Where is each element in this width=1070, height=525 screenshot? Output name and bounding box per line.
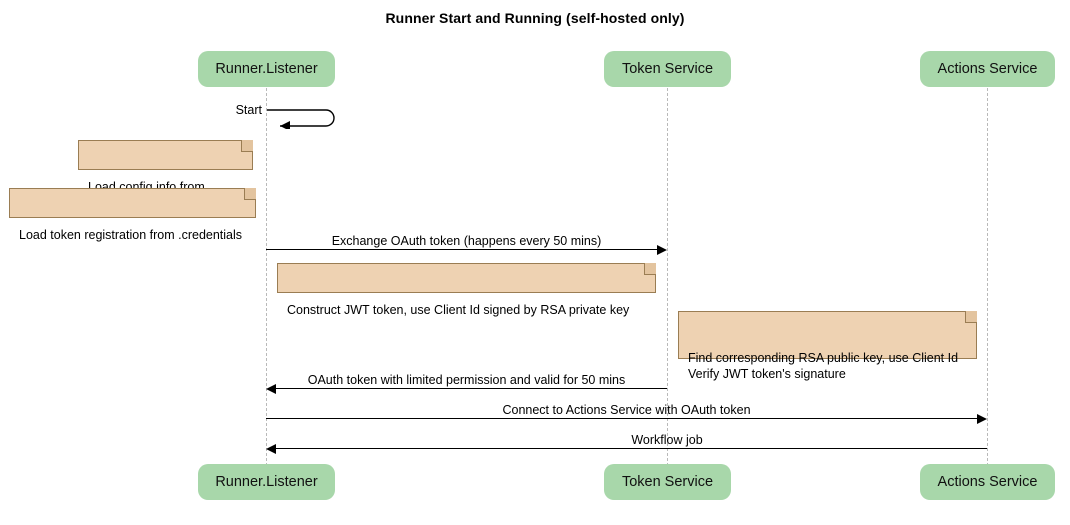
message-label-start: Start [235,103,262,117]
message-label-workflow-job: Workflow job [631,433,703,447]
message-self-start [266,105,338,131]
note-fold-icon [244,188,256,200]
message-label-connect-actions-service: Connect to Actions Service with OAuth to… [502,403,751,417]
note-load-config: Load config info from .runner [78,140,253,210]
arrowhead-left-icon [266,384,276,394]
actor-foot-token[interactable]: Token Service [604,464,731,500]
lifeline-runner [266,88,267,466]
message-label-exchange-oauth-token: Exchange OAuth token (happens every 50 m… [331,234,602,248]
actor-head-runner-label: Runner.Listener [215,61,318,77]
actor-head-actions[interactable]: Actions Service [920,51,1055,87]
message-line-exchange-oauth-token [266,249,660,250]
actor-foot-actions-label: Actions Service [937,474,1038,490]
message-line-workflow-job [276,448,987,449]
note-fold-icon [965,311,977,323]
actor-foot-runner-label: Runner.Listener [215,474,318,490]
arrowhead-right-icon [977,414,987,424]
self-loop-icon [267,109,335,131]
page-title: Runner Start and Running (self-hosted on… [385,10,685,26]
note-construct-jwt-token-text: Construct JWT token, use Client Id signe… [287,303,630,317]
note-fold-icon [644,263,656,275]
arrowhead-right-icon [657,245,667,255]
actor-head-token-label: Token Service [621,61,714,77]
message-line-connect-actions-service [266,418,980,419]
message-line-oauth-token-returned [276,388,667,389]
actor-head-runner[interactable]: Runner.Listener [198,51,335,87]
note-verify-jwt-signature: Find corresponding RSA public key, use C… [678,311,977,381]
actor-head-actions-label: Actions Service [937,61,1038,77]
message-label-oauth-token-returned: OAuth token with limited permission and … [307,373,626,387]
arrowhead-left-icon [266,444,276,454]
note-fold-icon [241,140,253,152]
note-load-token-registration: Load token registration from .credential… [9,188,256,242]
note-load-token-registration-text: Load token registration from .credential… [19,228,243,242]
lifeline-token [667,88,668,466]
actor-foot-actions[interactable]: Actions Service [920,464,1055,500]
note-verify-jwt-signature-text: Find corresponding RSA public key, use C… [688,351,959,381]
lifeline-actions [987,88,988,466]
note-construct-jwt-token: Construct JWT token, use Client Id signe… [277,263,656,317]
actor-head-token[interactable]: Token Service [604,51,731,87]
actor-foot-runner[interactable]: Runner.Listener [198,464,335,500]
actor-foot-token-label: Token Service [621,474,714,490]
